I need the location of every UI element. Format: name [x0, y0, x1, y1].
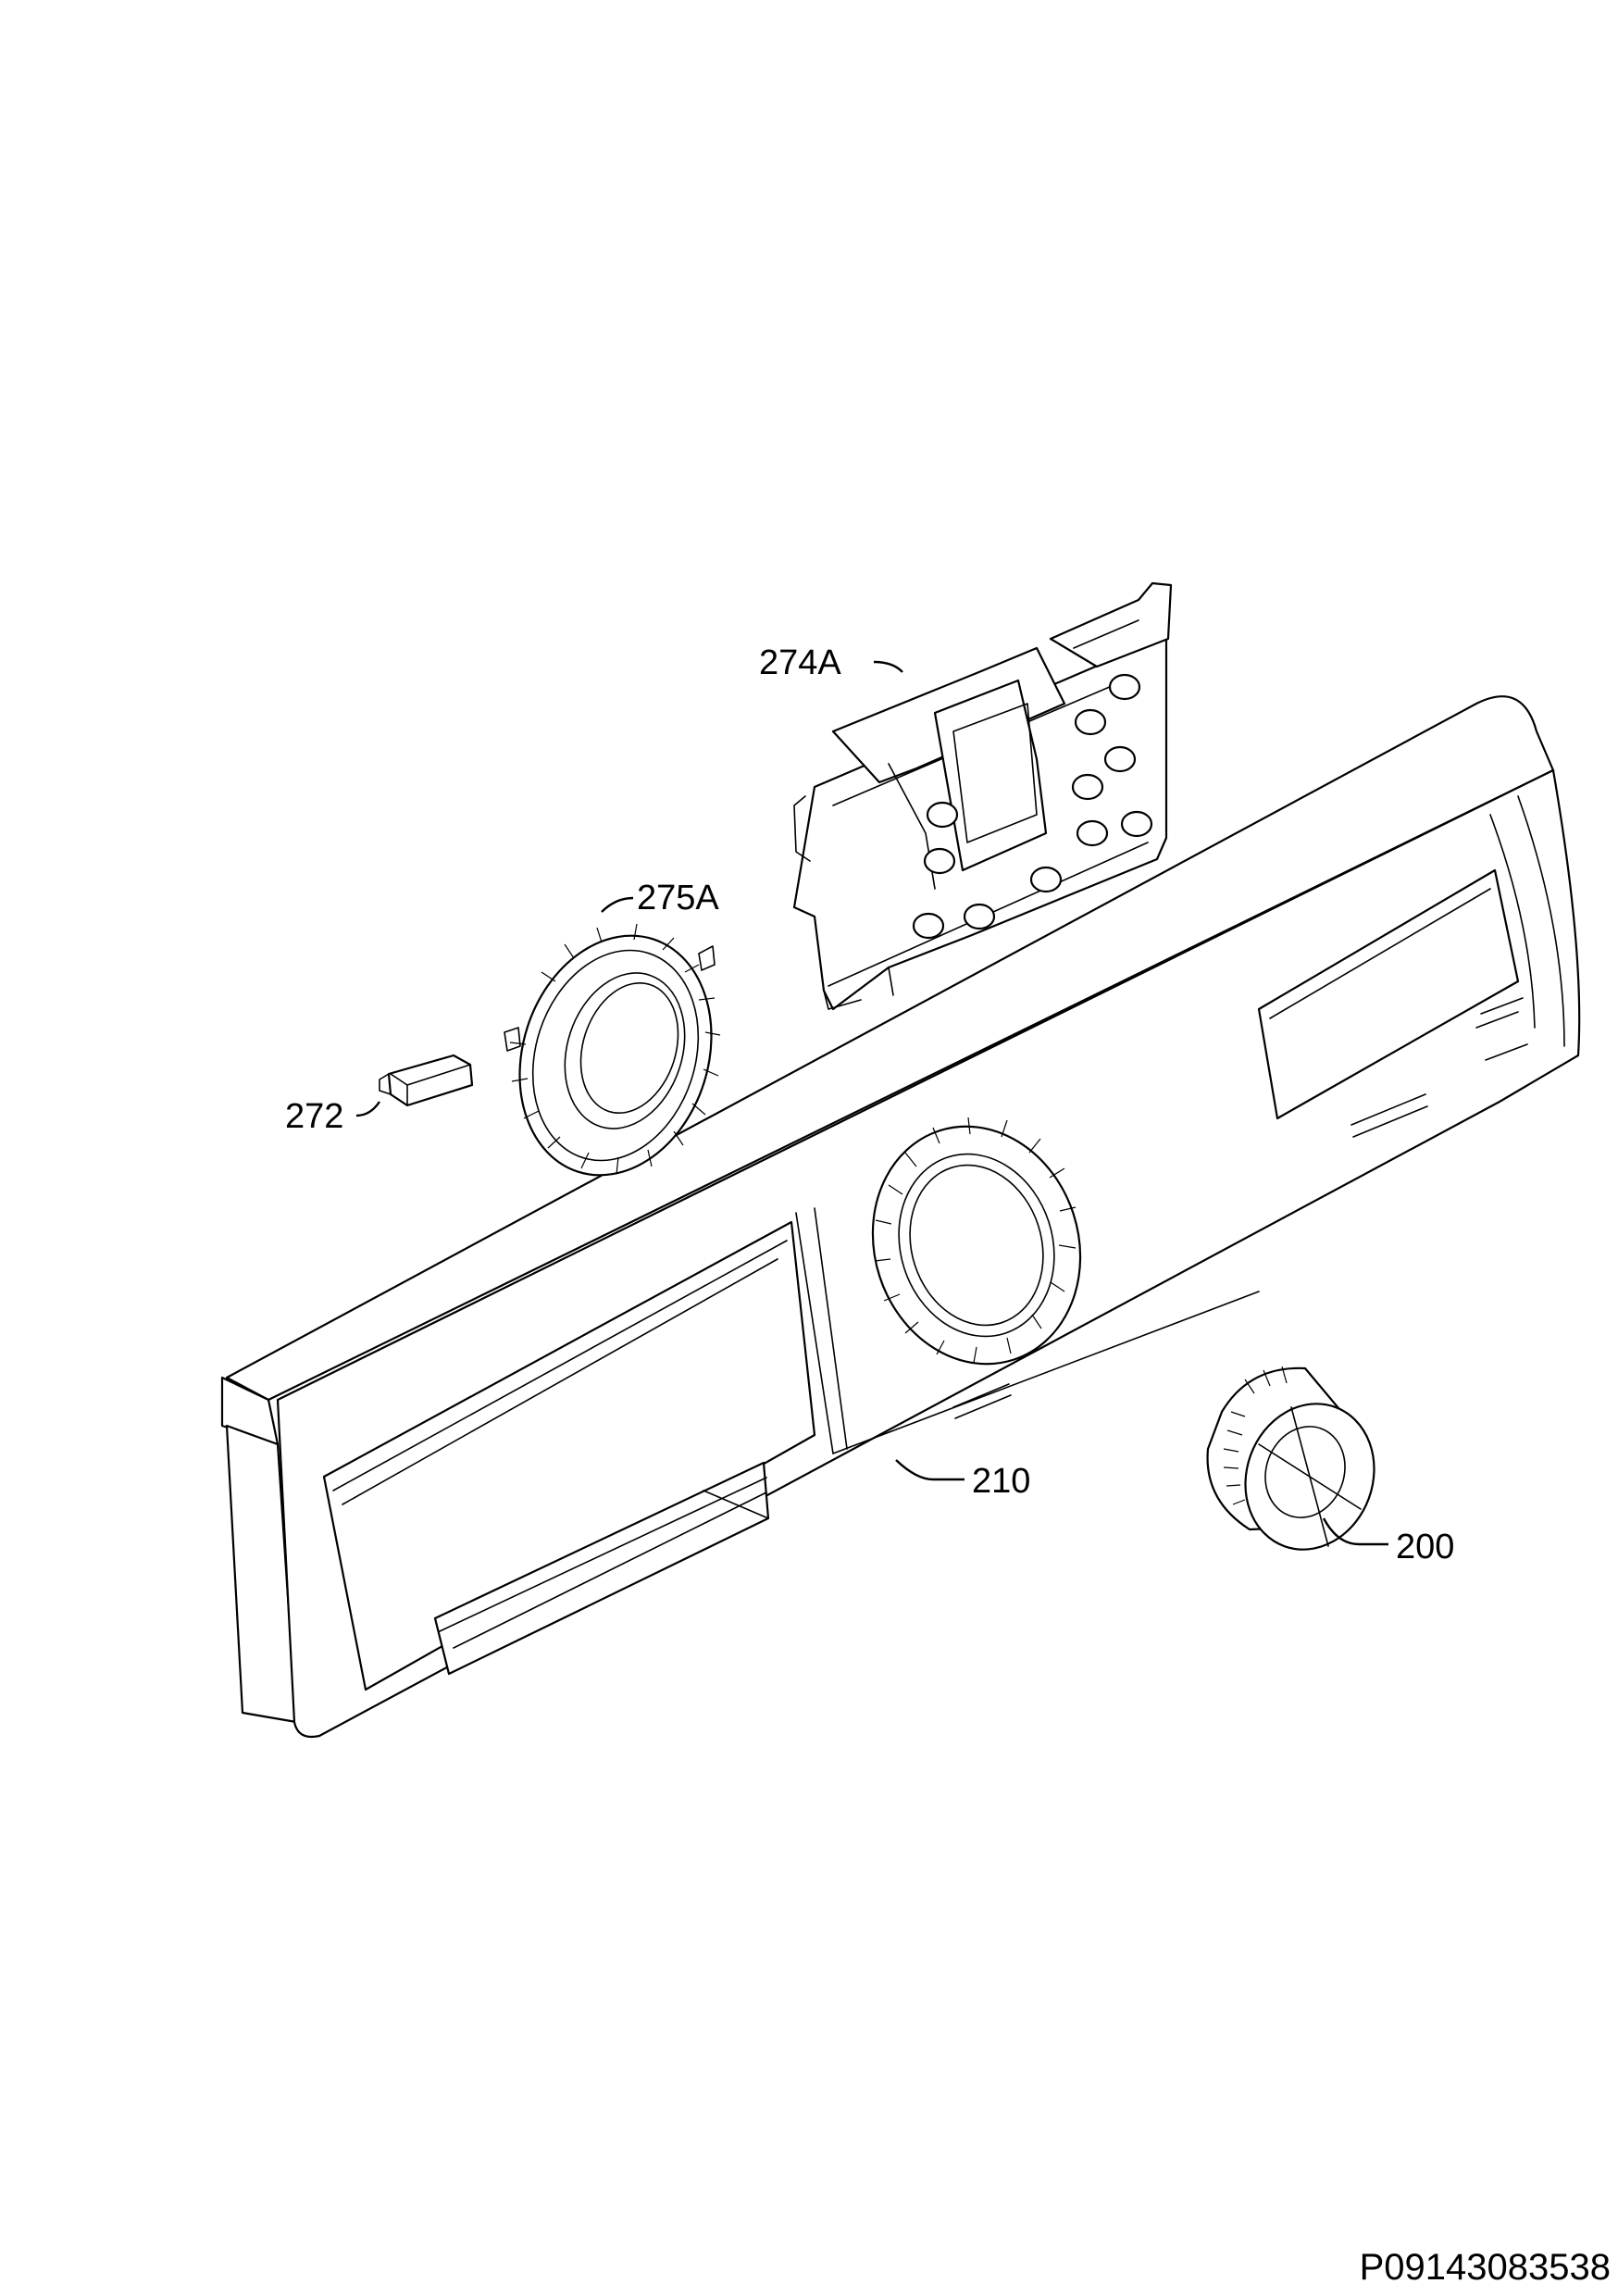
document-number: P09143083538	[1360, 2247, 1611, 2288]
callout-272: 272	[285, 1097, 343, 1136]
leader-lines	[355, 660, 1388, 1546]
callout-275A: 275A	[637, 879, 719, 917]
leader-210	[895, 1459, 965, 1481]
callout-210: 210	[972, 1462, 1030, 1501]
program-knob	[1206, 1366, 1375, 1551]
push-button	[379, 1054, 474, 1107]
leader-200	[1322, 1517, 1388, 1546]
leader-274A	[873, 660, 903, 673]
electronic-board-frame	[792, 581, 1173, 1011]
callout-200: 200	[1396, 1528, 1454, 1566]
leader-272	[355, 1101, 380, 1117]
led-light-pipes	[912, 673, 1153, 940]
callout-274A: 274A	[759, 643, 841, 682]
control-panel-fascia	[220, 695, 1581, 1739]
selector-ring	[504, 923, 721, 1177]
leader-275A	[601, 896, 634, 913]
